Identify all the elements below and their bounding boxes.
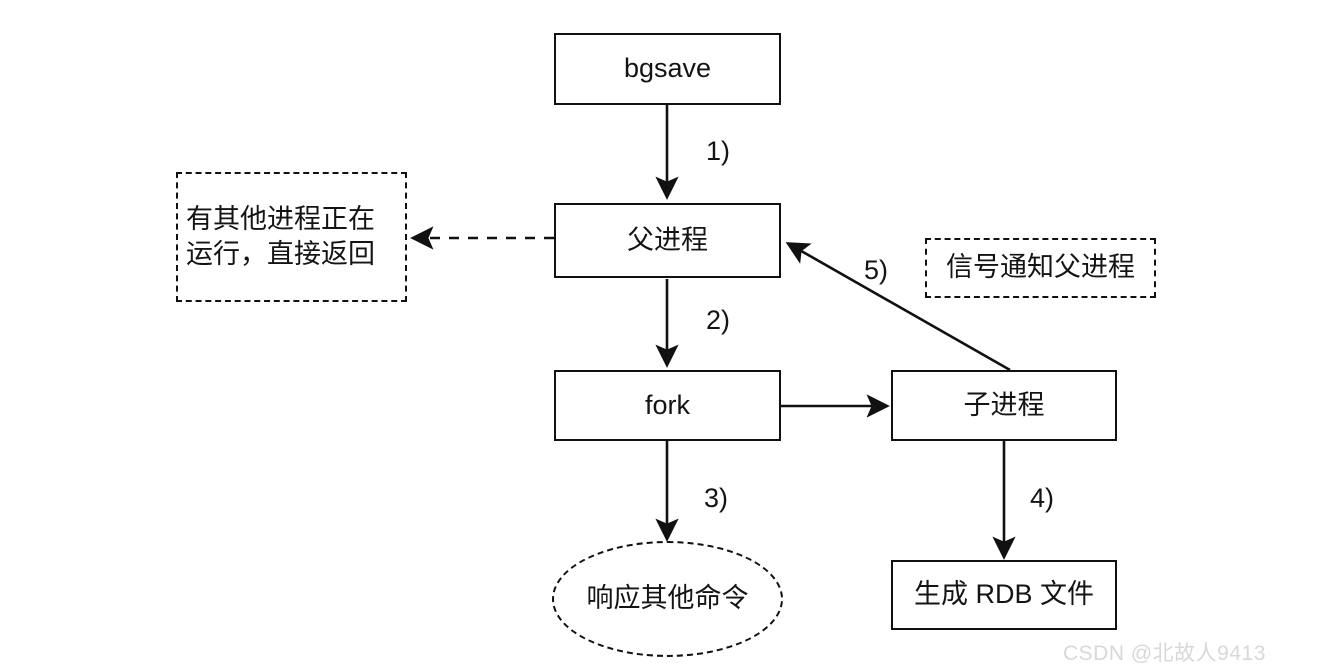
edge-label-4: 4) xyxy=(1030,483,1055,513)
node-child-process-label: 子进程 xyxy=(963,389,1045,420)
node-respond-other-commands[interactable]: 响应其他命令 xyxy=(552,541,783,657)
edge-label-5: 5) xyxy=(864,255,889,285)
note-signal-notify-parent[interactable]: 信号通知父进程 xyxy=(925,238,1156,298)
edge-label-2: 2) xyxy=(706,305,731,335)
note-signal-notify-parent-label: 信号通知父进程 xyxy=(946,252,1135,283)
node-parent-process[interactable]: 父进程 xyxy=(554,203,781,278)
node-bgsave-label: bgsave xyxy=(623,53,712,84)
node-respond-other-commands-label: 响应其他命令 xyxy=(586,583,749,614)
note-other-process-running[interactable]: 有其他进程正在 运行，直接返回 xyxy=(176,172,407,302)
edge-child-to-parent xyxy=(785,242,1011,372)
node-generate-rdb-file[interactable]: 生成 RDB 文件 xyxy=(891,560,1117,630)
node-parent-process-label: 父进程 xyxy=(627,224,708,255)
node-child-process[interactable]: 子进程 xyxy=(891,370,1117,441)
node-generate-rdb-file-label: 生成 RDB 文件 xyxy=(913,579,1094,610)
edge-label-3: 3) xyxy=(704,483,729,513)
node-fork[interactable]: fork xyxy=(554,370,781,441)
node-bgsave[interactable]: bgsave xyxy=(554,33,781,105)
note-other-process-running-line1: 有其他进程正在 xyxy=(186,203,375,234)
node-fork-label: fork xyxy=(644,389,690,420)
edge-label-1: 1) xyxy=(706,136,731,166)
note-other-process-running-line2: 运行，直接返回 xyxy=(186,239,375,269)
csdn-watermark: CSDN @北故人9413 xyxy=(1063,642,1266,665)
